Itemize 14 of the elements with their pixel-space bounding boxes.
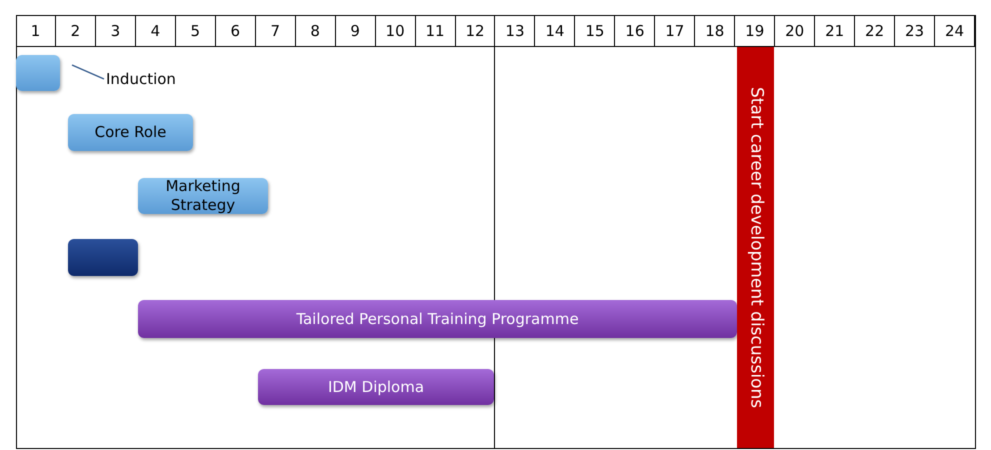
bar-label: Core Role: [94, 123, 166, 142]
leader-line: [72, 64, 104, 80]
bar-label: IDM Diploma: [328, 376, 424, 398]
task-bar: [138, 178, 268, 214]
task-bar: [138, 300, 737, 338]
bar-label: Tailored Personal Training Programme: [296, 308, 579, 330]
bar-label: Start career development discussions: [745, 86, 768, 408]
task-bar: [68, 239, 138, 276]
task-bar: [68, 114, 193, 151]
bar-label: Marketing Strategy: [164, 177, 242, 215]
milestone-bar: [737, 47, 774, 448]
task-bar: [16, 55, 60, 91]
task-label-text: Induction: [106, 68, 176, 90]
task-bar: [258, 369, 494, 405]
